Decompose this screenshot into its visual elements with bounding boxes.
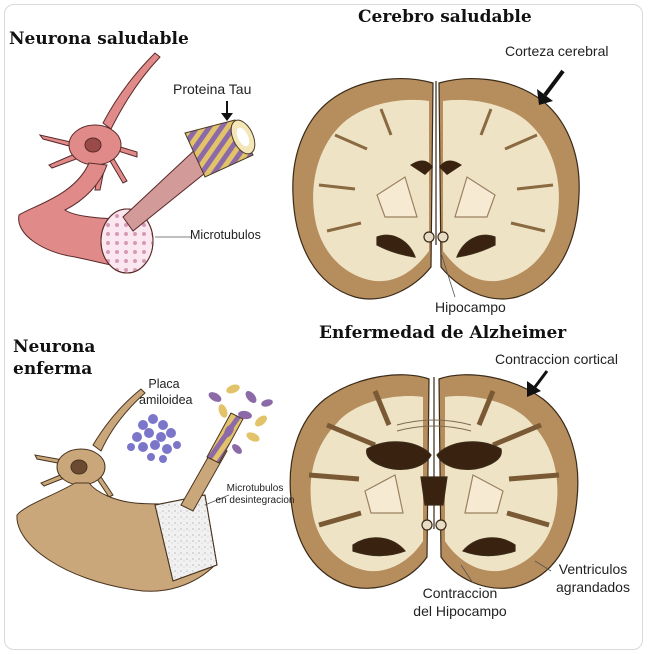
disintegration-leader	[204, 494, 230, 506]
label-cerebral-cortex: Corteza cerebral	[505, 43, 609, 59]
label-hippocampus-shrink-line1: Contraccion	[422, 585, 498, 601]
tau-fragments	[208, 384, 273, 454]
healthy-neuron	[18, 52, 161, 274]
heading-healthy-neuron: Neurona saludable	[9, 29, 189, 49]
tau-fiber	[122, 101, 256, 232]
label-disintegrating-line2: en desintegracion	[215, 495, 295, 506]
label-tau-protein: Proteina Tau	[173, 81, 252, 97]
illustration	[16, 52, 580, 592]
amyloid-plaque	[127, 414, 181, 463]
label-plaque-line1: Placa	[148, 377, 180, 391]
label-ventricles-line2: agrandados	[556, 579, 630, 595]
label-microtubules: Microtubulos	[190, 228, 261, 242]
figure-frame: Neurona saludable Cerebro saludable Neur…	[4, 4, 643, 650]
label-cortical-shrinkage: Contraccion cortical	[495, 351, 618, 367]
label-ventricles-line1: Ventriculos	[558, 561, 628, 577]
heading-alzheimer-brain: Enfermedad de Alzheimer	[319, 323, 567, 343]
alzheimer-brain	[289, 370, 579, 589]
healthy-brain	[292, 69, 580, 300]
label-disintegrating-line1: Microtubulos	[226, 483, 284, 494]
heading-diseased-neuron-line2: enferma	[13, 359, 93, 379]
heading-healthy-brain: Cerebro saludable	[358, 7, 532, 27]
heading-diseased-neuron-line1: Neurona	[13, 337, 96, 357]
diseased-neuron	[16, 388, 244, 592]
label-hippocampus-shrink-line2: del Hipocampo	[413, 603, 507, 619]
label-hippocampus: Hipocampo	[435, 299, 506, 315]
label-plaque-line2: amiloidea	[139, 393, 193, 407]
